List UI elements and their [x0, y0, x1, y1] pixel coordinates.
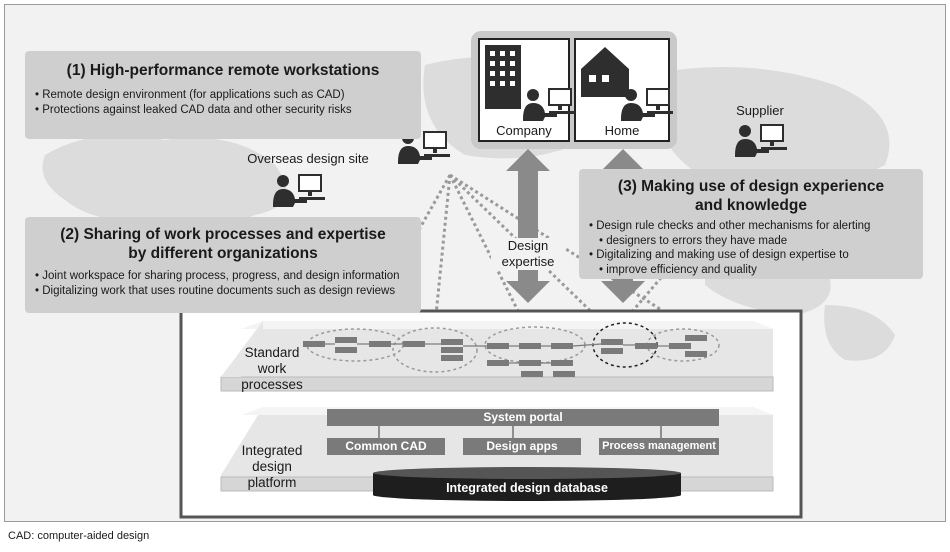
box-sharing-processes: (2) Sharing of work processes and expert… [25, 217, 421, 313]
office-building-icon [485, 45, 521, 109]
supplier-label: Supplier [736, 103, 784, 118]
common-cad-bar: Common CAD [327, 438, 445, 455]
integrated-database-label: Integrated design database [446, 481, 608, 495]
database-cylinder [373, 467, 681, 501]
diagram-frame: (1) High-performance remote workstations… [4, 4, 946, 522]
box3-item: Digitalizing and making use of design ex… [589, 248, 913, 263]
box2-item: Joint workspace for sharing process, pro… [35, 269, 411, 284]
standard-work-processes-label: Standard work processes [241, 345, 303, 392]
box1-item: Protections against leaked CAD data and … [35, 103, 411, 118]
caption: CAD: computer-aided design [8, 530, 150, 542]
box3-item: Design rule checks and other mechanisms … [589, 219, 913, 234]
design-apps-bar: Design apps [463, 438, 581, 455]
box2-title-line1: (2) Sharing of work processes and expert… [60, 226, 386, 243]
box3-item: improve efficiency and quality [589, 263, 913, 278]
design-expertise-label: Design expertise [491, 238, 565, 270]
overseas-label: Overseas design site [247, 151, 369, 166]
box1-title: (1) High-performance remote workstations [66, 62, 380, 79]
box-remote-workstations: (1) High-performance remote workstations… [25, 51, 421, 139]
home-label: Home [604, 123, 640, 138]
box2-item: Digitalizing work that uses routine docu… [35, 284, 411, 299]
box3-title-line2: and knowledge [695, 197, 807, 214]
company-label: Company [496, 123, 552, 138]
system-portal-bar: System portal [327, 409, 719, 426]
box-design-experience: (3) Making use of design experience and … [579, 169, 923, 279]
box3-title-line1: (3) Making use of design experience [617, 178, 885, 195]
house-icon [581, 47, 629, 97]
process-management-bar: Process management [599, 438, 719, 455]
box3-item: designers to errors they have made [589, 234, 913, 249]
box2-title-line2: by different organizations [128, 245, 318, 262]
box1-item: Remote design environment (for applicati… [35, 88, 411, 103]
integrated-design-platform-label: Integrated design platform [241, 443, 303, 490]
